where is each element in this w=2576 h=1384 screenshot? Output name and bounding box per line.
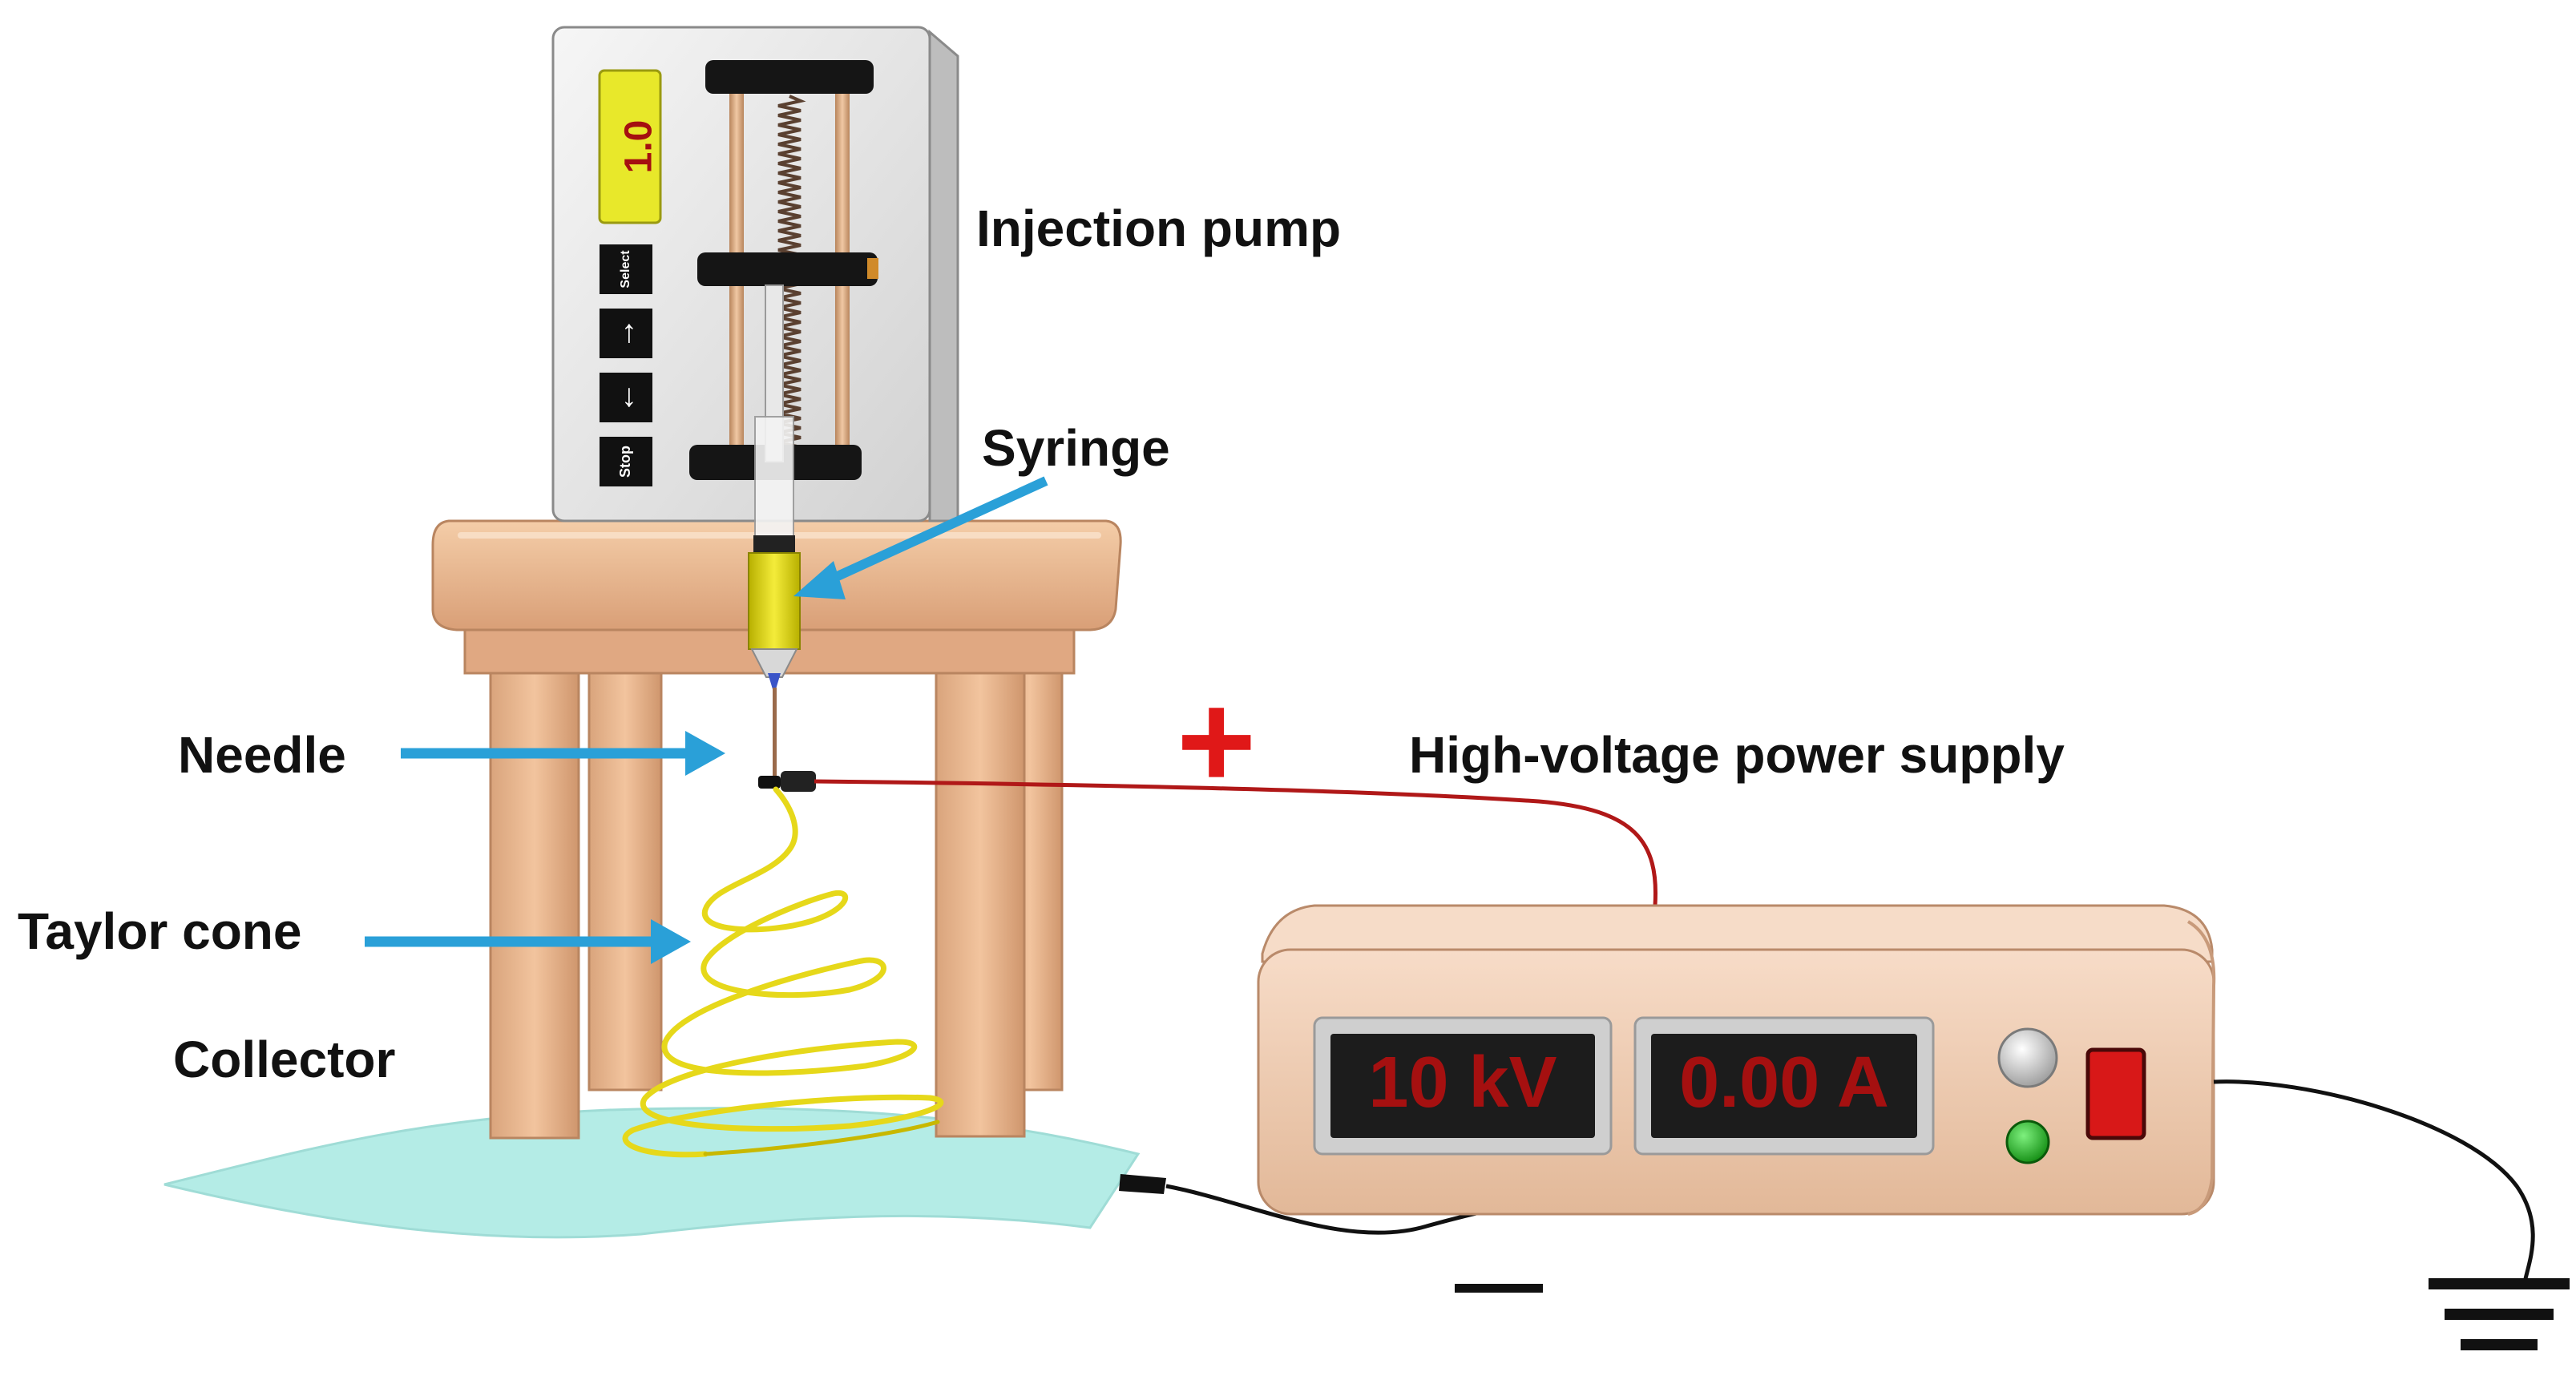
syringe-tip-blue xyxy=(768,673,781,689)
collector-sheet xyxy=(164,1107,1141,1239)
pump-button-backward-label: ← xyxy=(607,381,642,414)
label-syringe: Syringe xyxy=(982,419,1170,477)
collector-clip xyxy=(1119,1174,1166,1194)
current-display-screen xyxy=(1651,1034,1917,1138)
table-leg-front-left xyxy=(489,656,580,1140)
pump-middle-clamp-tab xyxy=(867,258,878,279)
needle-clip xyxy=(758,776,781,789)
label-needle: Needle xyxy=(178,726,346,784)
label-taylor-cone: Taylor cone xyxy=(18,902,302,960)
ground-icon xyxy=(2429,1278,2570,1350)
power-supply-right-side xyxy=(2186,920,2216,1216)
pump-button-forward-label: → xyxy=(607,317,642,349)
pump-side xyxy=(928,29,959,523)
pump-button-stop[interactable]: Stop xyxy=(600,437,652,486)
positive-sign: + xyxy=(1177,665,1257,817)
table-leg-back-left xyxy=(587,652,663,1091)
syringe-arrow xyxy=(793,476,1048,599)
voltage-display-value: 10 kV xyxy=(1368,1043,1557,1123)
pump-button-backward[interactable]: ← xyxy=(600,373,652,422)
pump-display xyxy=(598,69,662,224)
positive-wire xyxy=(814,779,1658,906)
needle-clip-connector xyxy=(781,771,816,792)
label-injection-pump: Injection pump xyxy=(976,200,1342,257)
current-display-value: 0.00 A xyxy=(1679,1043,1889,1123)
power-switch[interactable] xyxy=(2085,1047,2146,1140)
needle-shaft xyxy=(773,688,777,777)
fiber-spiral xyxy=(622,786,944,1158)
syringe-fluid-body xyxy=(748,552,801,650)
pump-button-select-label: Select xyxy=(619,250,632,289)
power-supply-top xyxy=(1261,904,2214,963)
pump-display-value: 1.0 xyxy=(618,120,660,174)
pump-button-forward[interactable]: → xyxy=(600,309,652,358)
needle-arrow xyxy=(401,731,725,776)
pump-middle-clamp xyxy=(697,252,878,286)
syringe-tip xyxy=(750,648,798,678)
table-leg-front-right xyxy=(935,664,1026,1138)
adjust-knob[interactable] xyxy=(1997,1027,2058,1088)
label-collector: Collector xyxy=(173,1031,396,1088)
syringe-collar xyxy=(753,535,795,553)
pump-button-select[interactable]: Select xyxy=(600,244,652,294)
label-power-supply: High-voltage power supply xyxy=(1409,726,2065,784)
power-led xyxy=(2005,1120,2050,1164)
negative-sign: — xyxy=(1455,1233,1543,1331)
ground-wire xyxy=(2213,1079,2535,1283)
pump-top-clamp xyxy=(705,60,874,94)
syringe-barrel xyxy=(754,416,794,546)
fiber-spiral-shade xyxy=(703,1120,940,1156)
voltage-display-screen xyxy=(1330,1034,1595,1138)
taylor-cone-arrow xyxy=(365,919,691,964)
pump-button-stop-label: Stop xyxy=(617,446,633,478)
